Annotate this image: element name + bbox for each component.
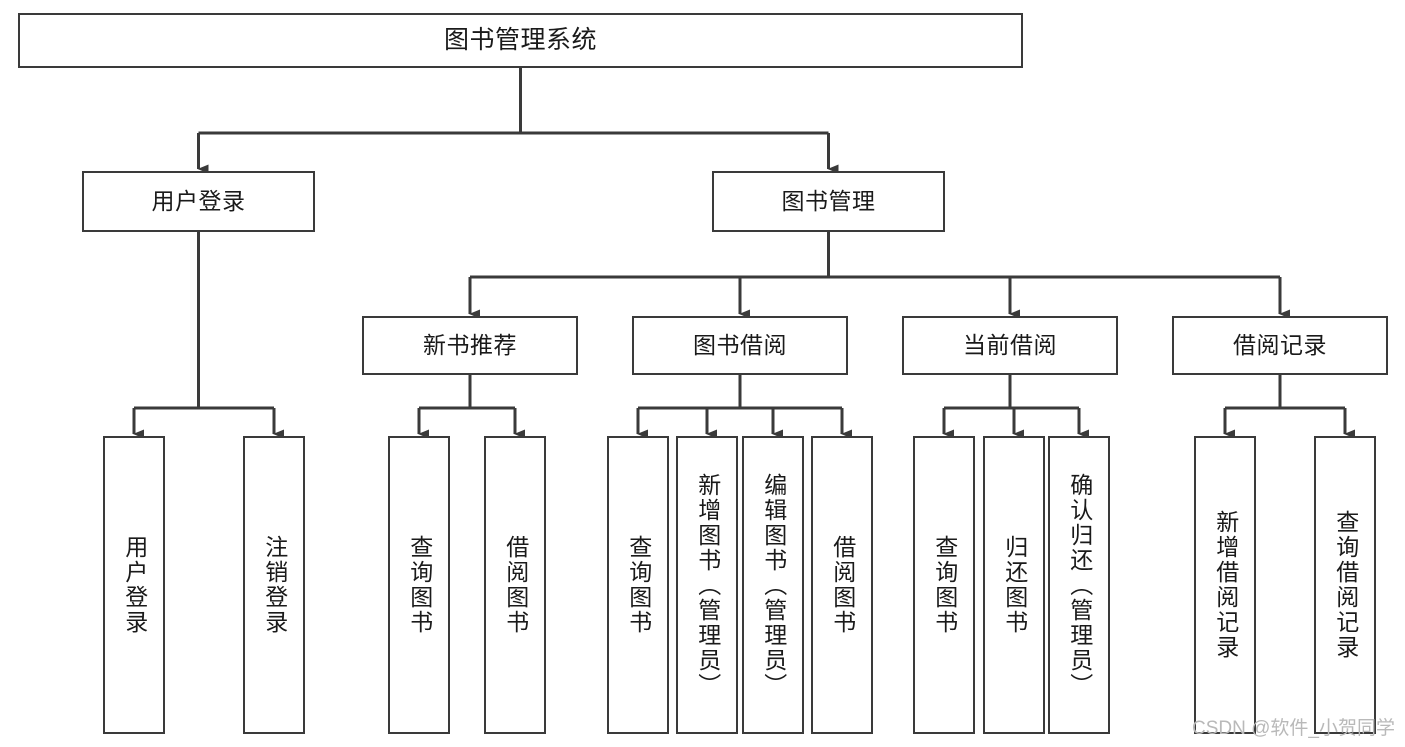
node-label: 查询图书 [625, 535, 652, 635]
node-label: 注销登录 [261, 535, 288, 635]
node-l-borrow-book-1[interactable]: 借阅图书 [484, 436, 546, 734]
node-l-query-book-3[interactable]: 查询图书 [913, 436, 975, 734]
node-label: 图书管理 [781, 187, 876, 214]
node-label: 新增图书（管理员） [694, 472, 721, 698]
node-n-new-book-rec[interactable]: 新书推荐 [362, 316, 578, 375]
node-label: 查询借阅记录 [1332, 510, 1359, 660]
node-label: 借阅图书 [829, 535, 856, 635]
node-l-add-book[interactable]: 新增图书（管理员） [676, 436, 738, 734]
node-label: 借阅图书 [502, 535, 529, 635]
node-label: 用户登录 [121, 535, 148, 635]
node-label: 确认归还（管理员） [1066, 472, 1093, 698]
node-label: 新增借阅记录 [1212, 510, 1239, 660]
node-l-return-book[interactable]: 归还图书 [983, 436, 1045, 734]
node-label: 图书借阅 [693, 331, 787, 358]
node-label: 新书推荐 [423, 331, 517, 358]
node-root[interactable]: 图书管理系统 [18, 13, 1023, 68]
node-l-edit-book[interactable]: 编辑图书（管理员） [742, 436, 804, 734]
node-n-book-borrow[interactable]: 图书借阅 [632, 316, 848, 375]
node-label: 用户登录 [151, 187, 246, 214]
node-l-user-login[interactable]: 用户登录 [103, 436, 165, 734]
node-label: 编辑图书（管理员） [760, 472, 787, 698]
node-label: 查询图书 [931, 535, 958, 635]
node-label: 查询图书 [406, 535, 433, 635]
node-n-borrow-record[interactable]: 借阅记录 [1172, 316, 1388, 375]
node-l-add-record[interactable]: 新增借阅记录 [1194, 436, 1256, 734]
node-l-borrow-book-2[interactable]: 借阅图书 [811, 436, 873, 734]
node-l-query-book-2[interactable]: 查询图书 [607, 436, 669, 734]
node-l-query-record[interactable]: 查询借阅记录 [1314, 436, 1376, 734]
node-n-book-mgmt[interactable]: 图书管理 [712, 171, 945, 232]
node-label: 借阅记录 [1233, 331, 1327, 358]
node-label: 归还图书 [1001, 535, 1028, 635]
node-label: 当前借阅 [963, 331, 1057, 358]
node-l-confirm-return[interactable]: 确认归还（管理员） [1048, 436, 1110, 734]
node-l-query-book-1[interactable]: 查询图书 [388, 436, 450, 734]
watermark: CSDN @软件_小贺同学 [1192, 718, 1395, 739]
node-label: 图书管理系统 [443, 25, 597, 54]
node-n-user-login[interactable]: 用户登录 [82, 171, 315, 232]
node-n-current-borrow[interactable]: 当前借阅 [902, 316, 1118, 375]
node-l-logout[interactable]: 注销登录 [243, 436, 305, 734]
